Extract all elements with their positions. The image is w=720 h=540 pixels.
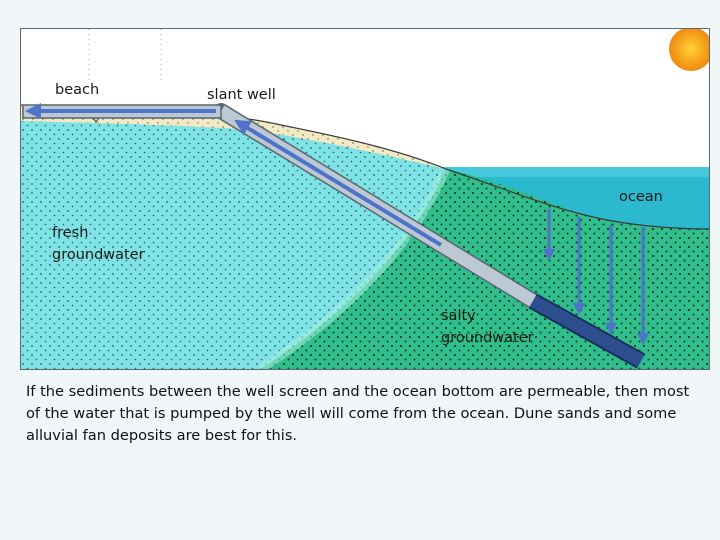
ocean-label: ocean: [619, 189, 663, 205]
slant-well-diagram: beach slant well ocean fresh groundwater…: [20, 28, 710, 370]
sun-icon: [669, 29, 709, 71]
fresh-groundwater-label: fresh: [52, 225, 88, 241]
slant-well-label: slant well: [207, 87, 276, 103]
beach-label: beach: [55, 82, 99, 98]
caption-text: If the sediments between the well screen…: [26, 383, 690, 444]
fresh-groundwater-label-line2: groundwater: [52, 247, 145, 263]
salty-groundwater-label-line2: groundwater: [441, 330, 534, 346]
slant-well: [22, 103, 646, 369]
salty-groundwater-label: salty: [441, 308, 476, 324]
ocean-recharge-arrows: [543, 209, 649, 345]
